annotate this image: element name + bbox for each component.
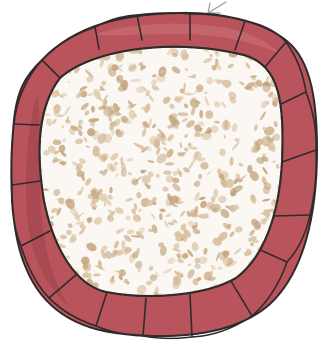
cell-interior [39, 47, 282, 296]
wall-divider [274, 215, 310, 216]
speckle [211, 196, 215, 203]
wall-divider [14, 124, 39, 125]
